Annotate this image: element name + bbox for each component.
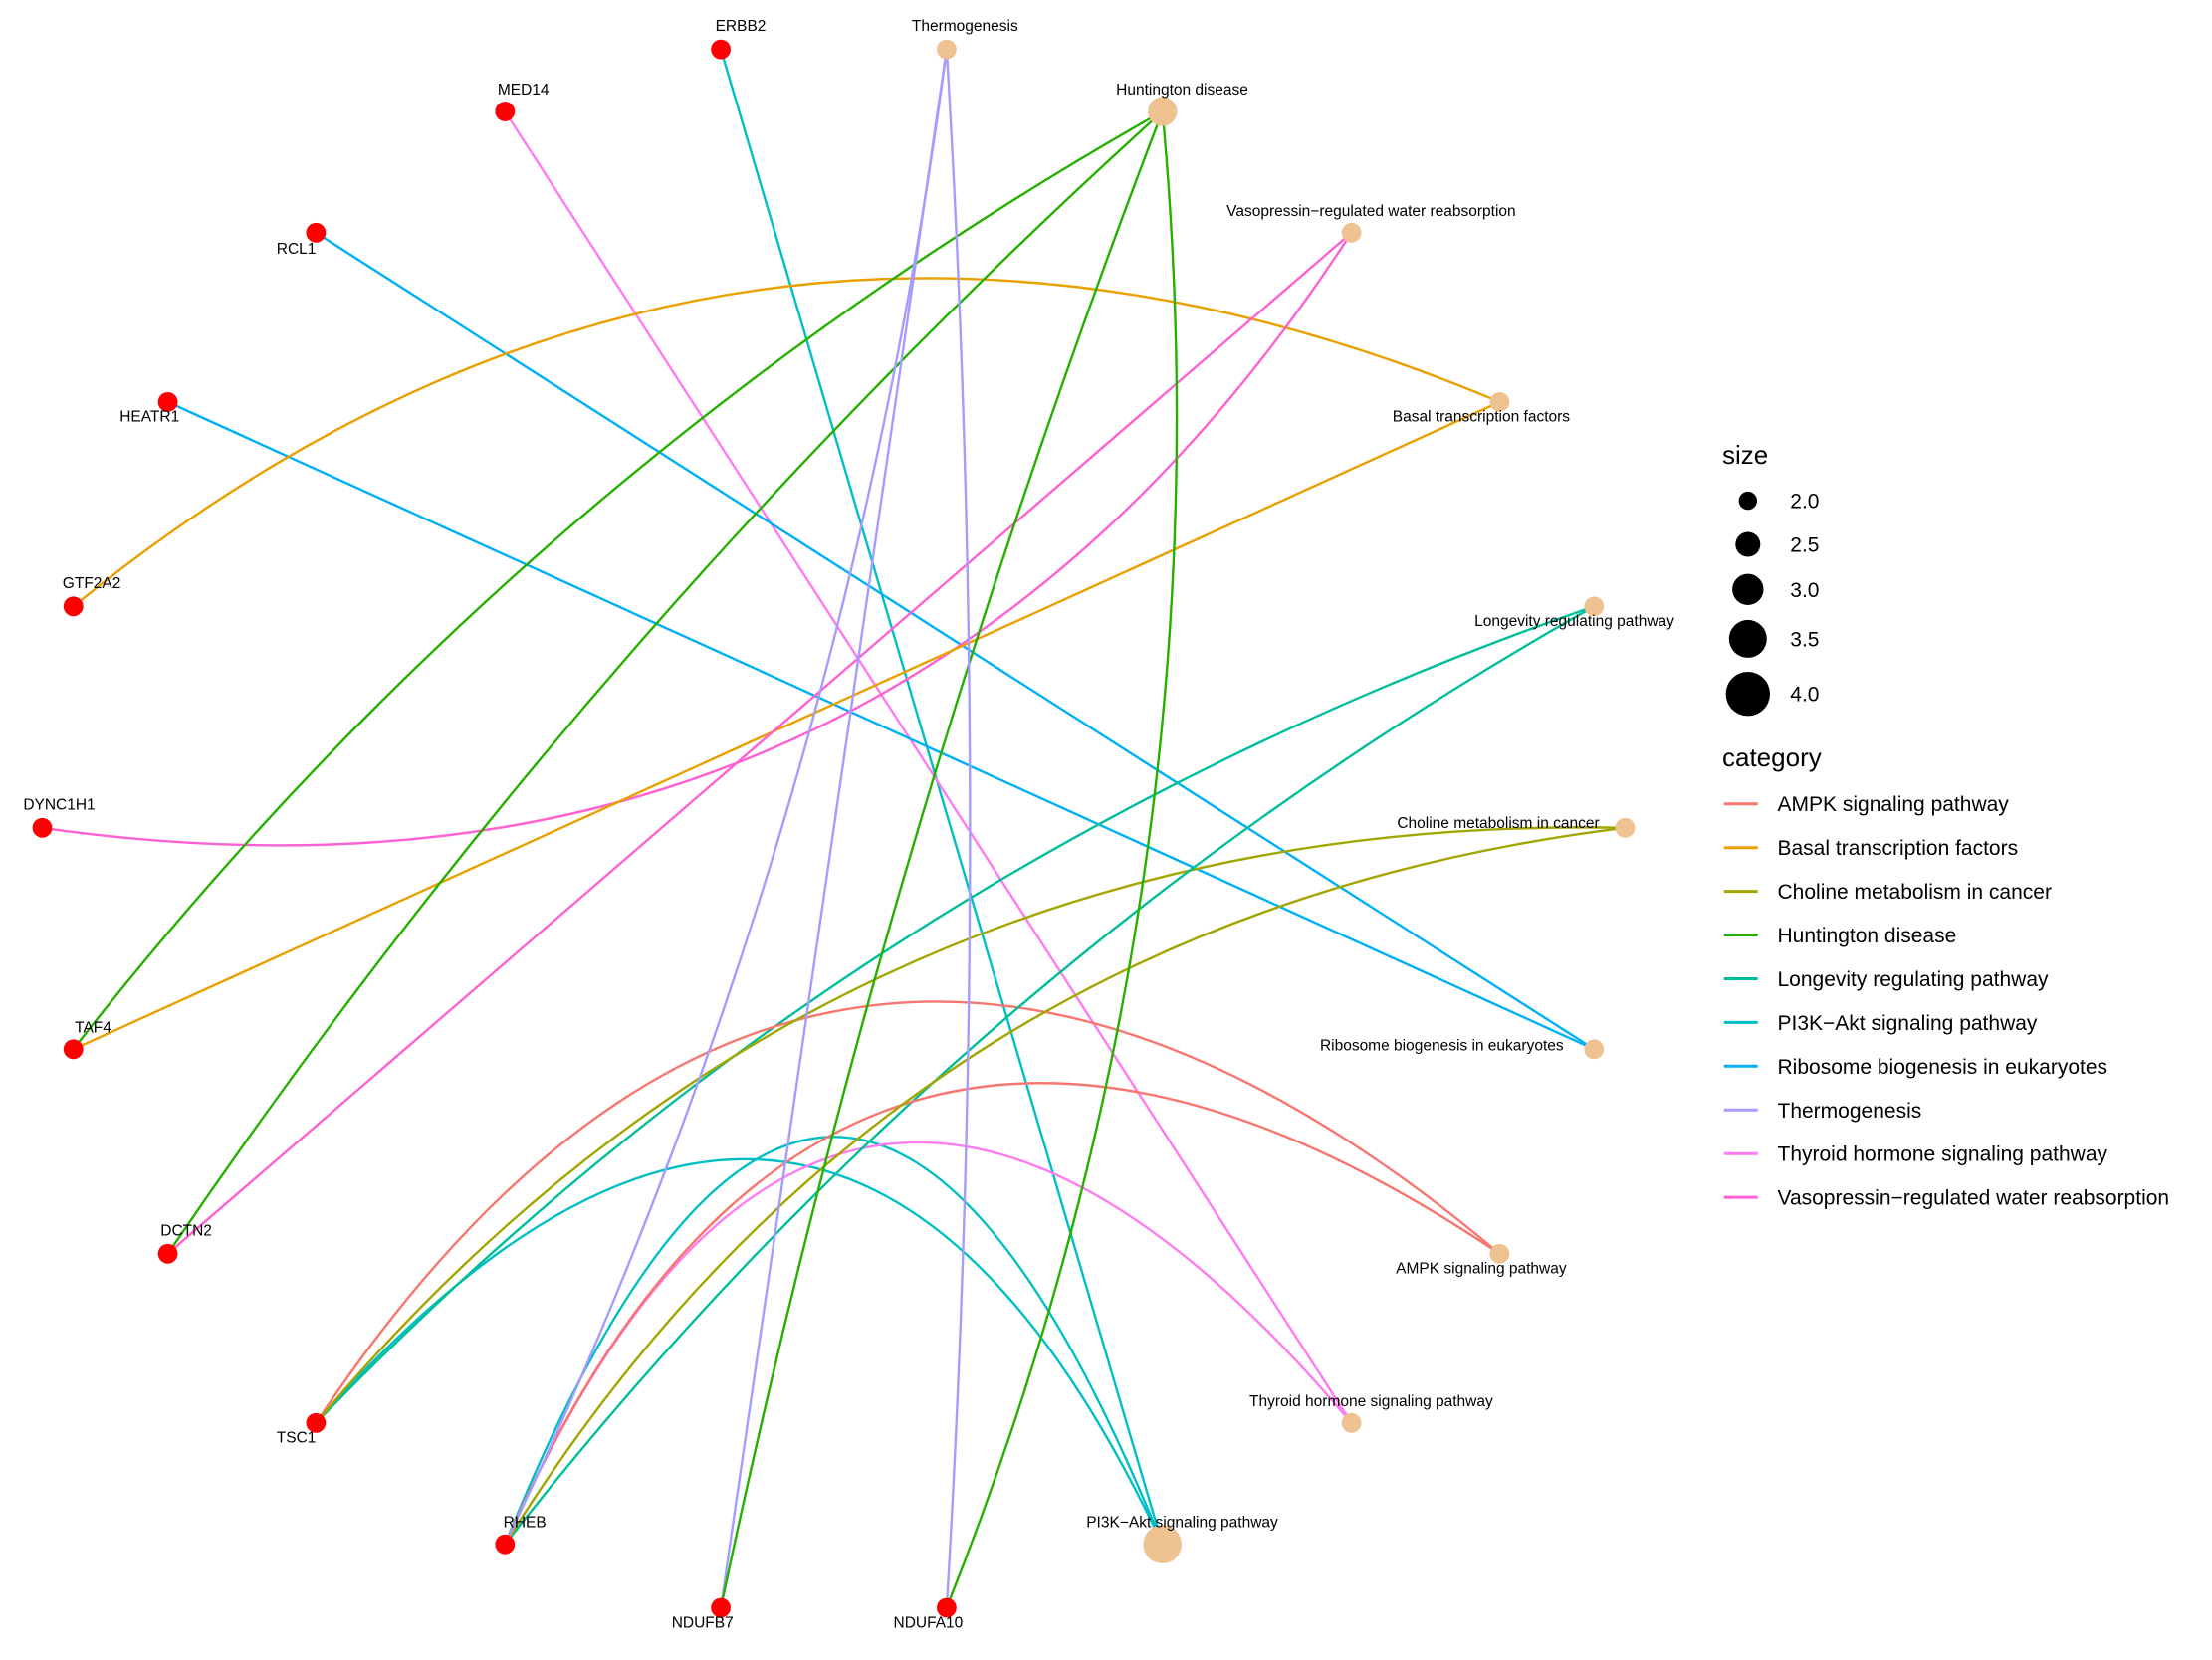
gene-node-erbb2 (711, 39, 731, 60)
edges-layer (42, 49, 1626, 1608)
gene-label-gtf2a2: GTF2A2 (63, 575, 121, 592)
edge-taf4-to-huntington-disease (72, 109, 1164, 1051)
size-legend-key-3-0 (1732, 573, 1764, 605)
edge-tsc1-to-longevity-regulating-pathway (315, 605, 1595, 1424)
edge-rheb-to-choline-metabolism-in-cancer (504, 826, 1626, 1546)
edge-dync1h1-to-vasopressin-regulated-water-reabsorption (42, 232, 1353, 847)
gene-node-rheb (495, 1534, 516, 1555)
gene-label-ndufa10: NDUFA10 (894, 1614, 964, 1631)
category-label-vasopressin-regulated-water-reabsorption: Vasopressin−regulated water reabsorption (1226, 203, 1516, 220)
gene-label-rheb: RHEB (504, 1515, 547, 1532)
edge-rheb-to-thyroid-hormone-signaling-pathway (504, 1141, 1353, 1546)
gene-node-tsc1 (306, 1412, 327, 1433)
edge-tsc1-to-choline-metabolism-in-cancer (315, 826, 1626, 1424)
category-label-thyroid-hormone-signaling-pathway: Thyroid hormone signaling pathway (1249, 1393, 1493, 1410)
edge-rheb-to-pi3k-akt-signaling-pathway (504, 1136, 1164, 1546)
category-label-basal-transcription-factors: Basal transcription factors (1393, 409, 1571, 426)
edge-rheb-to-ampk-signaling-pathway (504, 1082, 1501, 1546)
category-label-choline-metabolism-in-cancer: Choline metabolism in cancer (1397, 815, 1599, 832)
size-legend-key-2-0 (1738, 491, 1758, 511)
category-node-pi3k-akt-signaling-pathway (1143, 1525, 1182, 1563)
category-node-basal-transcription-factors (1489, 392, 1510, 412)
category-label-pi3k-akt-signaling-pathway: PI3K−Akt signaling pathway (1086, 1515, 1278, 1532)
edge-gtf2a2-to-basal-transcription-factors (72, 277, 1500, 608)
category-legend-label-ampk-signaling-pathway: AMPK signaling pathway (1778, 793, 2010, 816)
legend: size 2.0 2.5 3.0 3.5 4.0 category AMPK signa… (1722, 440, 2169, 1210)
edge-rheb-to-longevity-regulating-pathway (504, 605, 1595, 1546)
category-label-ribosome-biogenesis-in-eukaryotes: Ribosome biogenesis in eukaryotes (1320, 1038, 1564, 1055)
category-legend-label-choline-metabolism-in-cancer: Choline metabolism in cancer (1778, 881, 2052, 904)
category-label-longevity-regulating-pathway: Longevity regulating pathway (1474, 613, 1674, 630)
edge-ndufb7-to-thermogenesis (719, 49, 949, 1608)
edge-heatr1-to-ribosome-biogenesis-in-eukaryotes (167, 400, 1595, 1051)
gene-label-heatr1: HEATR1 (119, 409, 179, 426)
gene-node-taf4 (63, 1039, 84, 1060)
gene-node-heatr1 (157, 392, 178, 412)
gene-label-tsc1: TSC1 (277, 1430, 317, 1447)
size-legend-label-4-0: 4.0 (1790, 684, 1819, 707)
edge-erbb2-to-pi3k-akt-signaling-pathway (719, 49, 1164, 1546)
edge-ndufa10-to-huntington-disease (945, 110, 1179, 1608)
edge-dctn2-to-vasopressin-regulated-water-reabsorption (166, 231, 1353, 1255)
legend-size-title: size (1722, 440, 1768, 470)
edge-taf4-to-basal-transcription-factors (73, 400, 1500, 1051)
category-node-ampk-signaling-pathway (1489, 1243, 1510, 1264)
size-legend-key-4-0 (1725, 672, 1771, 717)
gene-label-erbb2: ERBB2 (716, 18, 767, 35)
gene-node-med14 (495, 102, 516, 121)
gene-label-dctn2: DCTN2 (160, 1222, 212, 1239)
category-node-vasopressin-regulated-water-reabsorption (1341, 222, 1362, 243)
edge-dctn2-to-huntington-disease (166, 110, 1164, 1255)
edge-rcl1-to-ribosome-biogenesis-in-eukaryotes (315, 231, 1595, 1051)
gene-node-dync1h1 (32, 817, 53, 838)
category-node-longevity-regulating-pathway (1584, 596, 1605, 617)
gene-node-dctn2 (157, 1243, 178, 1264)
category-label-huntington-disease: Huntington disease (1116, 82, 1248, 99)
edge-rheb-to-thermogenesis (504, 49, 949, 1546)
size-legend-key-3-5 (1728, 619, 1767, 658)
category-label-thermogenesis: Thermogenesis (912, 18, 1018, 35)
category-node-thyroid-hormone-signaling-pathway (1341, 1412, 1362, 1433)
category-legend-label-basal-transcription-factors: Basal transcription factors (1778, 837, 2019, 860)
size-legend-label-3-5: 3.5 (1790, 628, 1819, 651)
legend-category-title: category (1722, 742, 1822, 772)
size-legend-entries: 2.0 2.5 3.0 3.5 4.0 (1725, 491, 1820, 717)
category-legend-label-longevity-regulating-pathway: Longevity regulating pathway (1778, 968, 2050, 991)
size-legend-label-3-0: 3.0 (1790, 579, 1819, 602)
category-node-huntington-disease (1148, 97, 1178, 126)
gene-label-taf4: TAF4 (75, 1019, 111, 1036)
size-legend-key-2-5 (1735, 531, 1761, 557)
category-legend-label-thyroid-hormone-signaling-pathway: Thyroid hormone signaling pathway (1778, 1143, 2108, 1166)
size-legend-label-2-0: 2.0 (1790, 491, 1819, 514)
category-legend-label-ribosome-biogenesis-in-eukaryotes: Ribosome biogenesis in eukaryotes (1778, 1056, 2108, 1079)
gene-node-rcl1 (306, 222, 327, 243)
gene-node-ndufa10 (937, 1597, 957, 1618)
labels-layer: ERBB2MED14RCL1HEATR1GTF2A2DYNC1H1TAF4DCT… (23, 18, 1674, 1631)
category-legend-label-vasopressin-regulated-water-reabsorption: Vasopressin−regulated water reabsorption (1778, 1187, 2170, 1210)
edge-med14-to-thyroid-hormone-signaling-pathway (504, 110, 1353, 1424)
gene-label-ndufb7: NDUFB7 (672, 1614, 734, 1631)
category-node-ribosome-biogenesis-in-eukaryotes (1584, 1039, 1605, 1060)
edge-tsc1-to-ampk-signaling-pathway (315, 1000, 1501, 1424)
category-legend-label-pi3k-akt-signaling-pathway: PI3K−Akt signaling pathway (1778, 1012, 2038, 1035)
gene-label-rcl1: RCL1 (277, 241, 317, 258)
gene-label-med14: MED14 (498, 82, 550, 99)
category-node-thermogenesis (937, 39, 957, 60)
gene-label-dync1h1: DYNC1H1 (23, 796, 95, 813)
nodes-layer (32, 39, 1636, 1618)
size-legend-label-2-5: 2.5 (1790, 534, 1819, 557)
category-node-choline-metabolism-in-cancer (1615, 817, 1636, 838)
edge-ndufb7-to-huntington-disease (719, 110, 1164, 1608)
category-label-ampk-signaling-pathway: AMPK signaling pathway (1396, 1261, 1567, 1278)
edge-ndufa10-to-thermogenesis (945, 49, 972, 1608)
gene-node-gtf2a2 (63, 596, 84, 617)
gene-node-ndufb7 (711, 1597, 731, 1618)
category-legend-label-thermogenesis: Thermogenesis (1778, 1100, 1922, 1123)
category-legend-label-huntington-disease: Huntington disease (1778, 925, 1957, 947)
